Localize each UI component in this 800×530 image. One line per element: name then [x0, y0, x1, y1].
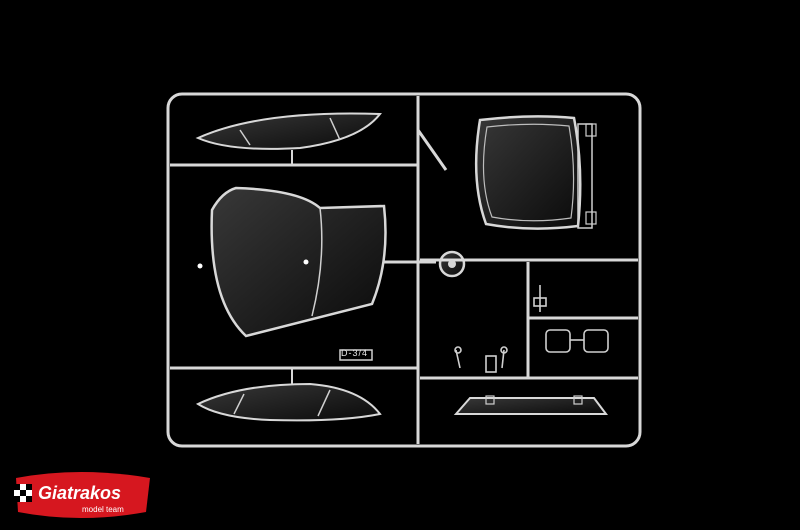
sprue-hub [438, 250, 466, 278]
rear-window [474, 115, 597, 230]
giatrakos-logo [14, 472, 150, 518]
sprue-part-code: D-3/4 [341, 348, 369, 358]
logo-brand-text: Giatrakos [38, 483, 122, 503]
logo-subtext: model team [82, 505, 124, 514]
small-parts [454, 285, 609, 373]
side-window-top [195, 112, 382, 165]
side-window-bottom [195, 368, 382, 422]
windshield [197, 186, 387, 361]
light-bar [453, 395, 608, 415]
